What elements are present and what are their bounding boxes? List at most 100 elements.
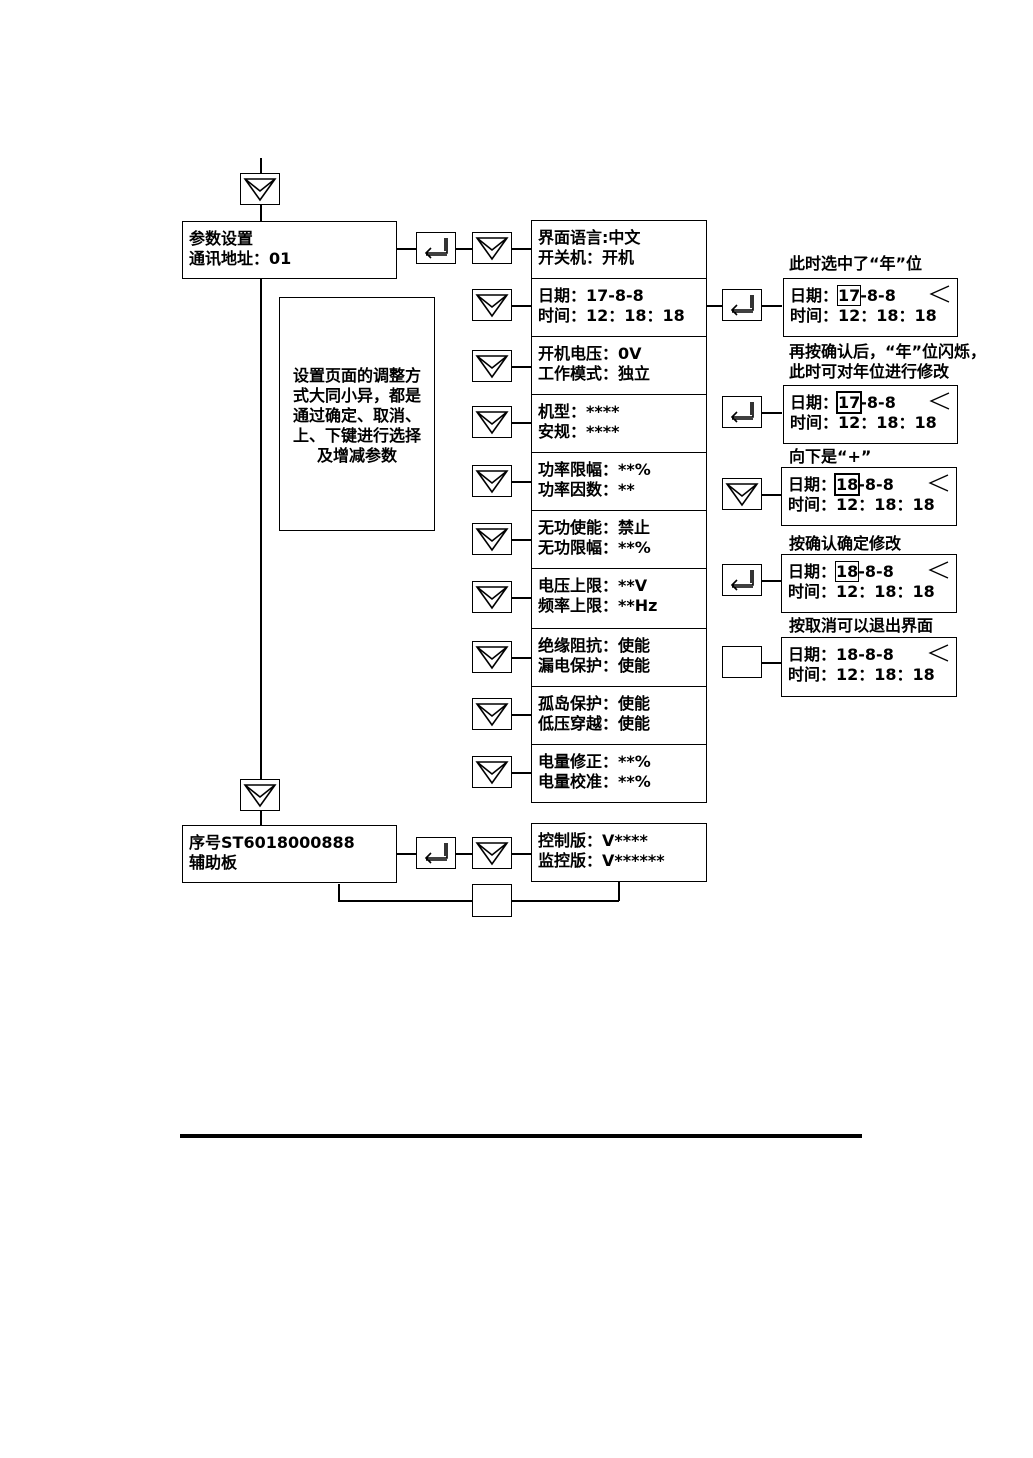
down-triangle-icon [475, 646, 509, 670]
connector [396, 248, 416, 250]
year-field: 17 [835, 391, 863, 414]
enter-arrow-icon [730, 295, 754, 316]
step-caption: 此时选中了“年”位 [789, 254, 923, 273]
screen-line: 控制版：V**** [538, 831, 648, 850]
date-edit-screen: 日期：17-8-8 时间：12：18：18 [783, 278, 958, 337]
time-row: 时间：12：18：18 [788, 582, 935, 601]
down-key[interactable] [472, 756, 512, 788]
serial-line-1: 序号ST6018000888 [189, 833, 355, 852]
connector [260, 810, 262, 826]
date-label: 日期： [788, 645, 837, 664]
down-key[interactable] [472, 232, 512, 264]
screen-line: 监控版：V****** [538, 851, 665, 870]
connector [618, 882, 620, 901]
screen-insulation: 绝缘阻抗：使能 漏电保护：使能 [531, 628, 707, 687]
date-row: 日期：18-8-8 [788, 645, 950, 665]
screen-line: 工作模式：独立 [538, 364, 651, 383]
down-triangle-icon [475, 470, 509, 494]
connector [512, 853, 531, 855]
screen-line: 频率上限：**Hz [538, 596, 658, 615]
screen-line: 低压穿越：使能 [538, 714, 651, 733]
date-rest: -8-8 [858, 475, 894, 494]
time-row: 时间：12：18：18 [790, 306, 937, 325]
down-key[interactable] [472, 523, 512, 555]
date-row: 日期：17-8-8 [790, 391, 951, 414]
screen-line: 开关机：开机 [538, 248, 635, 267]
connector [456, 248, 472, 250]
down-triangle-icon [475, 842, 509, 866]
menu-line-2: 通讯地址：01 [189, 249, 292, 268]
screen-line: 电量修正：**% [538, 752, 651, 771]
screen-datetime: 日期：17-8-8 时间：12：18：18 [531, 278, 707, 337]
down-key[interactable] [472, 641, 512, 673]
down-key[interactable] [472, 581, 512, 613]
date-edit-screen: 日期：18-8-8 时间：12：18：18 [781, 467, 957, 526]
screen-line: 电压上限：**V [538, 576, 648, 595]
left-chevron-icon [929, 285, 950, 303]
screen-line: 绝缘阻抗：使能 [538, 636, 651, 655]
year-field: 18 [836, 645, 859, 664]
date-label: 日期： [790, 393, 839, 412]
screen-line: 界面语言:中文 [538, 228, 641, 247]
date-row: 日期：17-8-8 [790, 285, 951, 306]
connector [762, 662, 781, 664]
adjustment-note: 设置页面的调整方式大同小异，都是通过确定、取消、上、下键进行选择及增减参数 [279, 297, 435, 531]
caption-text: 再按确认后，“年”位闪烁，此时可对年位进行修改 [789, 342, 987, 381]
connector [512, 597, 531, 599]
step-caption: 按确认确定修改 [789, 534, 902, 553]
cancel-key[interactable] [722, 646, 762, 678]
enter-key[interactable] [722, 396, 762, 428]
down-triangle-icon [475, 703, 509, 727]
connector [338, 900, 473, 902]
down-key[interactable] [240, 779, 280, 811]
param-settings-menu: 参数设置 通讯地址：01 [182, 221, 397, 279]
connector [512, 366, 531, 368]
screen-line: 电量校准：**% [538, 772, 651, 791]
screen-line: 时间：12：18：18 [538, 306, 685, 325]
connector [512, 305, 531, 307]
screen-line: 无功使能：禁止 [538, 518, 651, 537]
step-caption: 再按确认后，“年”位闪烁，此时可对年位进行修改 [789, 342, 989, 382]
screen-line: 功率因数：** [538, 480, 635, 499]
screen-line: 无功限幅：**% [538, 538, 651, 557]
connector [512, 539, 531, 541]
menu-line-1: 参数设置 [189, 229, 254, 248]
screen-line: 漏电保护：使能 [538, 656, 651, 675]
cancel-key[interactable] [472, 884, 512, 917]
time-row: 时间：12：18：18 [788, 665, 935, 684]
down-key[interactable] [472, 837, 512, 869]
connector [456, 853, 472, 855]
down-triangle-icon [243, 784, 277, 808]
screen-model: 机型：**** 安规：**** [531, 394, 707, 453]
connector [338, 884, 340, 901]
down-triangle-icon [475, 237, 509, 261]
connector [762, 494, 781, 496]
down-key[interactable] [472, 350, 512, 382]
step-caption: 向下是“+” [789, 447, 872, 466]
down-triangle-icon [475, 411, 509, 435]
down-key[interactable] [240, 173, 280, 205]
enter-key[interactable] [416, 837, 456, 869]
note-text: 设置页面的调整方式大同小异，都是通过确定、取消、上、下键进行选择及增减参数 [292, 366, 421, 465]
date-row: 日期：18-8-8 [788, 473, 950, 496]
enter-arrow-icon [730, 570, 754, 591]
date-rest: -8-8 [860, 393, 896, 412]
down-triangle-icon [475, 586, 509, 610]
screen-language: 界面语言:中文 开关机：开机 [531, 220, 707, 279]
down-key[interactable] [472, 698, 512, 730]
left-chevron-icon [928, 561, 949, 579]
enter-key[interactable] [416, 232, 456, 264]
down-key[interactable] [722, 478, 762, 510]
down-key[interactable] [472, 406, 512, 438]
down-key[interactable] [472, 289, 512, 321]
date-edit-screen: 日期：17-8-8 时间：12：18：18 [783, 385, 958, 444]
screen-line: 机型：**** [538, 402, 620, 421]
enter-key[interactable] [722, 564, 762, 596]
down-key[interactable] [472, 465, 512, 497]
enter-key[interactable] [722, 289, 762, 321]
screen-reactive: 无功使能：禁止 无功限幅：**% [531, 510, 707, 569]
screen-voltage-limit: 电压上限：**V 频率上限：**Hz [531, 568, 707, 629]
enter-arrow-icon [424, 238, 448, 259]
connector [512, 422, 531, 424]
connector [512, 481, 531, 483]
